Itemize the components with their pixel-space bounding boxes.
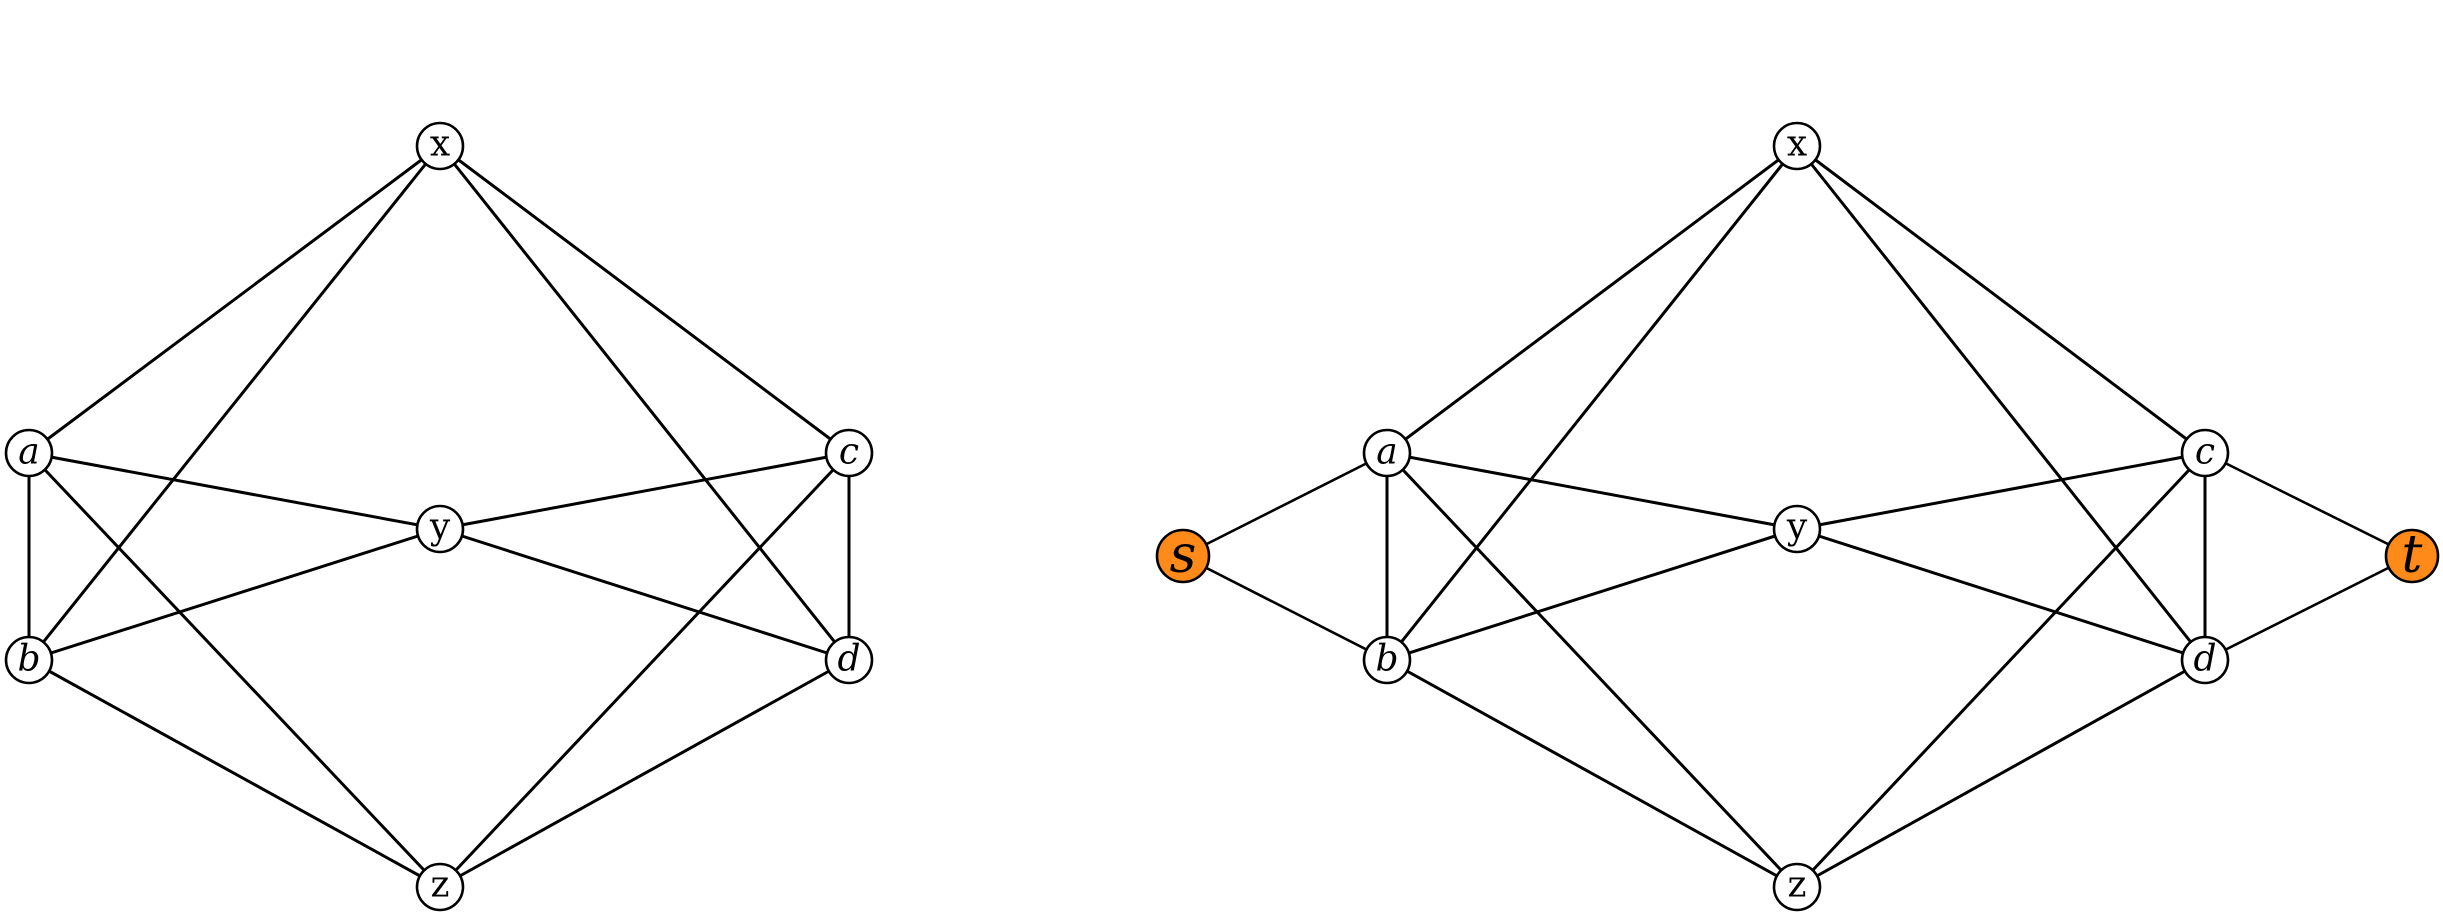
node-b-label: b [17,639,40,680]
node-x: x [415,121,465,171]
node-c-circle [2180,428,2230,478]
left-graph-nodes: x a c y b d z [4,121,874,912]
node-x-label: x [1787,124,1807,165]
node-a: a [4,428,54,478]
node-x: x [1772,121,1822,171]
edge-a-y [1386,451,1798,531]
edge-a-y [28,451,441,531]
edge-x-a [28,144,441,455]
right-graph-nodes: x a c y b d z s t [1155,121,2440,912]
edge-d-z [1796,658,2206,889]
edge-a-z [27,451,442,889]
edge-b-z [28,658,441,889]
node-b-circle [4,635,54,685]
node-s: s [1155,525,1211,585]
node-s-circle [1155,528,1211,584]
edge-y-b [1386,527,1798,662]
node-z-circle [415,862,465,912]
node-z: z [415,862,465,912]
left-graph: x a c y b d z [4,121,874,912]
node-c: c [824,428,874,478]
node-c-circle [824,428,874,478]
edge-d-t [2204,554,2413,662]
node-d-label: d [837,639,860,680]
node-a: a [1362,428,1412,478]
node-x-circle [415,121,465,171]
node-c: c [2180,428,2230,478]
node-z-label: z [1788,865,1807,906]
node-d: d [824,635,874,685]
node-t-label: t [2402,525,2423,585]
node-d: d [2180,635,2230,685]
edge-x-c [439,144,850,455]
edge-x-b [1385,145,1799,661]
node-y-label: y [429,507,451,548]
edge-c-y [439,451,850,531]
node-b: b [4,635,54,685]
node-d-circle [824,635,874,685]
edge-c-t [2204,451,2413,558]
edge-x-d [1795,145,2207,661]
node-z-label: z [431,865,450,906]
edge-a-z [1385,451,1799,889]
edge-s-a [1182,451,1388,558]
node-a-label: a [1376,432,1397,473]
node-y: y [415,504,465,554]
node-b-label: b [1375,639,1398,680]
edge-y-b [28,527,441,662]
node-y-circle [415,504,465,554]
right-graph: x a c y b d z s t [1155,121,2440,912]
node-a-circle [1362,428,1412,478]
node-d-label: d [2193,639,2216,680]
node-t: t [2384,525,2440,585]
node-c-label: c [839,432,859,473]
node-y-label: y [1786,507,1808,548]
edge-x-c [1796,144,2206,455]
node-y-circle [1772,504,1822,554]
edge-c-z [438,451,851,889]
node-a-label: a [18,432,39,473]
node-y: y [1772,504,1822,554]
edge-x-a [1386,144,1798,455]
node-d-circle [2180,635,2230,685]
left-graph-edges [27,144,851,889]
node-t-circle [2384,528,2440,584]
node-c-label: c [2195,432,2215,473]
node-z-circle [1772,862,1822,912]
edge-d-z [439,658,850,889]
edge-y-d [439,527,850,662]
edge-c-z [1795,451,2207,889]
edge-c-y [1796,451,2206,531]
edge-b-z [1386,658,1798,889]
node-b-circle [1362,635,1412,685]
edge-x-d [438,145,851,661]
node-x-label: x [430,124,450,165]
node-s-label: s [1170,525,1197,585]
node-x-circle [1772,121,1822,171]
node-a-circle [4,428,54,478]
node-z: z [1772,862,1822,912]
edge-s-b [1182,554,1388,662]
edge-x-b [27,145,442,661]
node-b: b [1362,635,1412,685]
right-graph-edges [1182,144,2413,889]
edge-y-d [1796,527,2206,662]
